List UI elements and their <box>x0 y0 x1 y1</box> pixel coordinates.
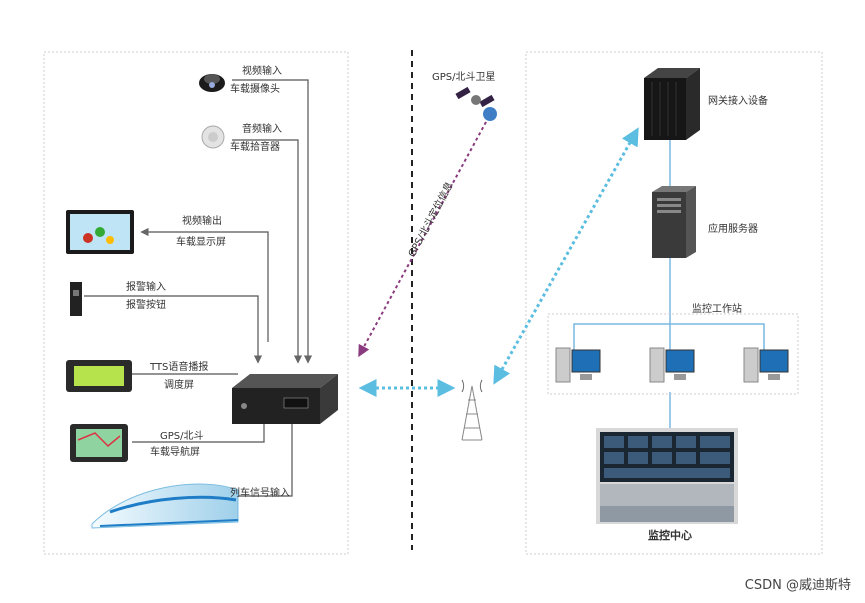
alarm-button-icon <box>70 282 82 316</box>
display-screen-icon <box>66 210 134 254</box>
train-icon <box>91 483 239 529</box>
positioning-arrow <box>358 121 487 358</box>
workstation-icon-1 <box>555 347 601 383</box>
navigation-screen-icon <box>70 424 128 462</box>
workstation-icon-2 <box>649 347 695 383</box>
audio-input-label: 音频输入 <box>242 124 282 135</box>
alarm-input-label: 报警输入 <box>126 282 166 293</box>
microphone-icon <box>201 125 225 149</box>
gps-beidou-label: GPS/北斗 <box>160 431 204 442</box>
satellite-label: GPS/北斗卫星 <box>432 72 496 83</box>
nav-screen-label: 车载导航屏 <box>150 447 200 458</box>
vehicle-terminal-icon <box>232 374 338 424</box>
tower-gateway-link <box>493 127 639 385</box>
workstation-icon-3 <box>743 347 789 383</box>
gateway-rack-icon <box>644 68 700 140</box>
dispatch-screen-icon <box>66 360 132 392</box>
vehicle-camera-label: 车载摄像头 <box>230 84 280 95</box>
vehicle-panel <box>43 51 349 555</box>
alarm-button-label: 报警按钮 <box>126 300 166 311</box>
dispatch-screen-label: 调度屏 <box>164 380 194 391</box>
monitor-center-label: 监控中心 <box>648 529 692 542</box>
camera-icon <box>199 74 225 92</box>
video-input-label: 视频输入 <box>242 66 282 77</box>
satellite-icon <box>455 86 497 121</box>
video-output-label: 视频输出 <box>182 216 222 227</box>
monitor-station-label: 监控工作站 <box>692 304 742 315</box>
watermark: CSDN @威迪斯特 <box>744 578 851 593</box>
app-server-icon <box>652 186 696 258</box>
train-signal-label: 列车信号输入 <box>230 488 290 499</box>
antenna-icon <box>461 379 483 441</box>
workstation-group <box>547 313 799 395</box>
gateway-label: 网关接入设备 <box>708 96 768 107</box>
tts-label: TTS语音播报 <box>150 362 209 373</box>
app-server-label: 应用服务器 <box>708 224 758 235</box>
monitor-center-icon <box>596 428 738 524</box>
vehicle-mic-label: 车载拾音器 <box>230 142 280 153</box>
vehicle-display-label: 车载显示屏 <box>176 237 226 248</box>
